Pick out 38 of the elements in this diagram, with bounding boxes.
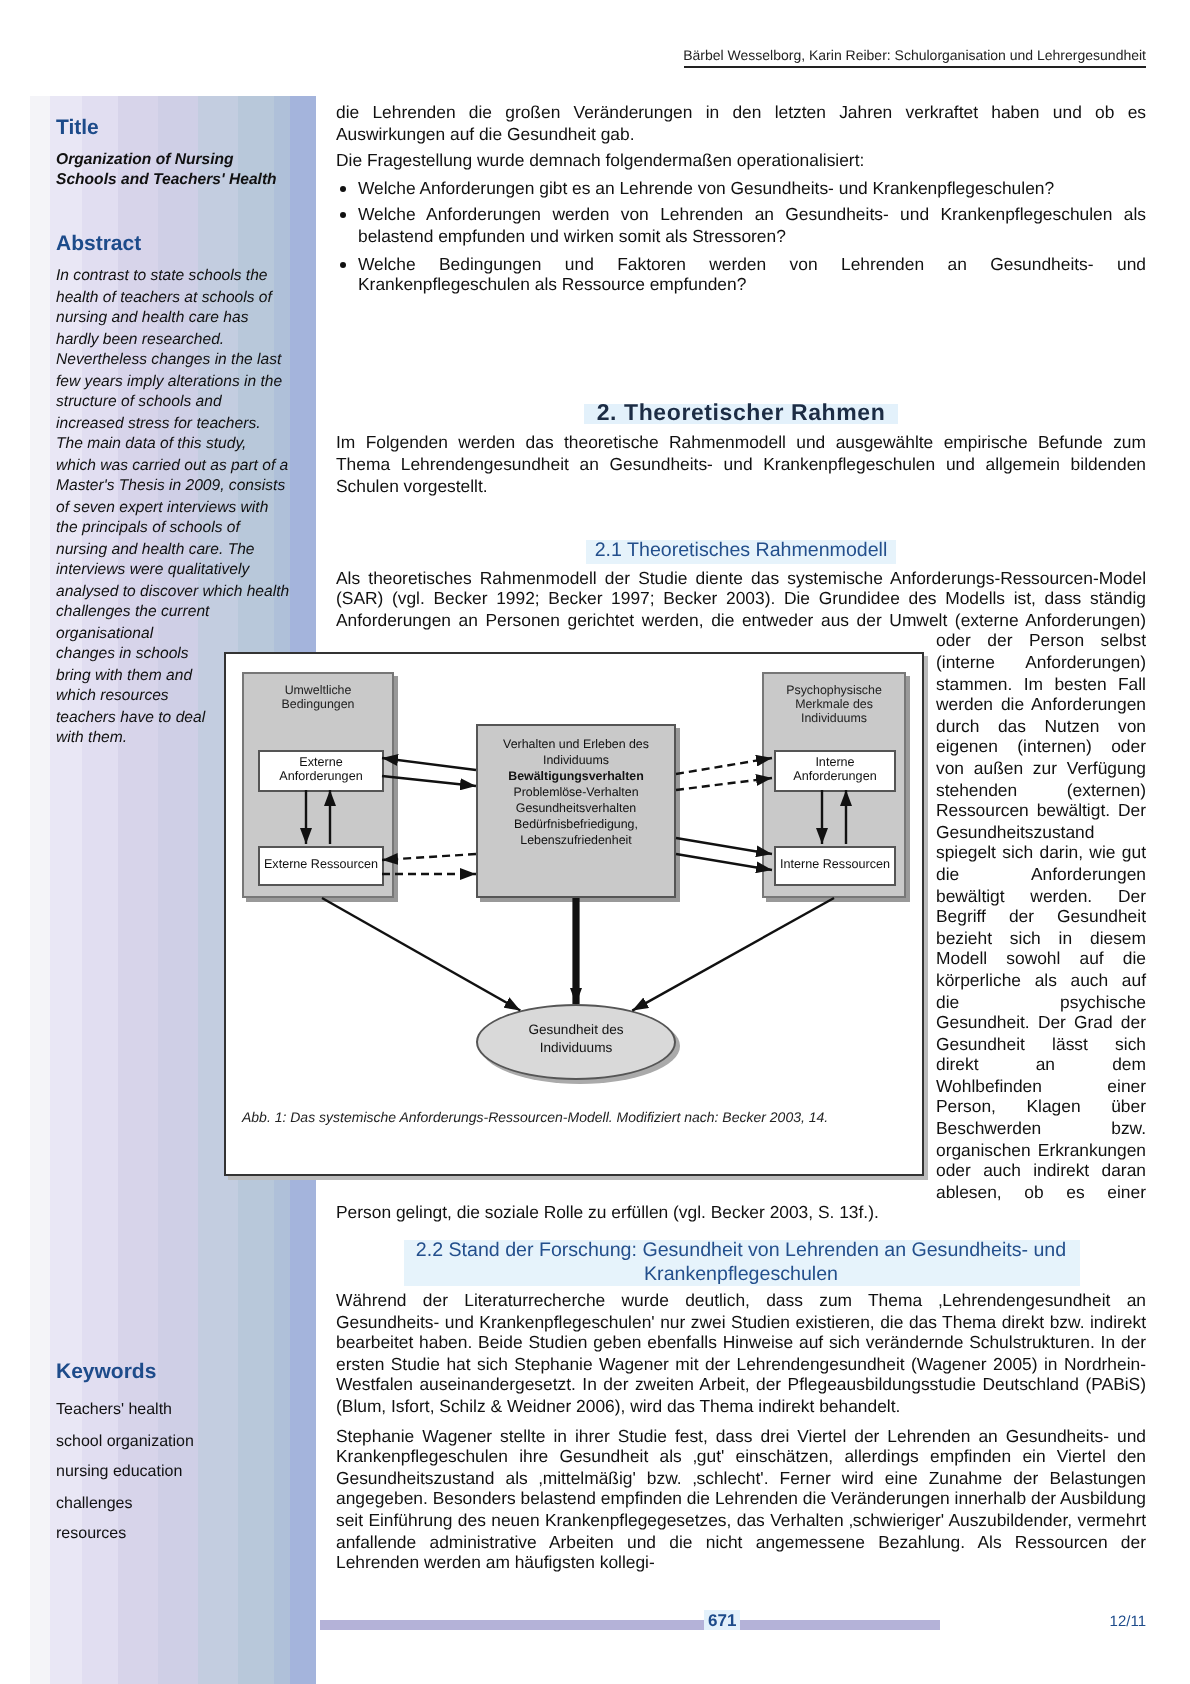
bullet-text: Welche Anforderungen gibt es an Lehrende von Gesundheits- und Krankenpflegeschulen? <box>358 177 1057 199</box>
body-paragraph: Im Folgenden werden das theoretische Rahmenmodell und ausgewählte empirische Befunde zum Thema Lehrendengesundheit an Gesundheits- und Krankenpflegeschulen und allgemein bildenden Schulen vorgestellt. <box>336 432 1146 497</box>
body-paragraph: die Lehrenden die großen Veränderungen in den letzten Jahren verkraftet haben und ob es Auswirkungen auf die Gesundheit gab. <box>336 102 1146 145</box>
arrow <box>570 897 582 1004</box>
group-box <box>762 671 906 898</box>
arrow <box>300 789 312 844</box>
arrow <box>816 789 828 844</box>
body-paragraph: Während der Literaturrecherche wurde deutlich, dass zum Thema ‚Lehrendengesundheit an Gesundheits- und Krankenpflegeschulen' nur zwei Studien existieren, die das Thema direkt bzw. indirekt bearbeitet haben. Beide Studien geben ebenfalls Hinweise auf sich verändernde Schulstrukturen. In der ersten Studie hat sich Stephanie Wagener mit der Lehrendengesundheit (Wagener 2005) in Nordrhein-Westfalen auseinandergesetzt. In der zweiten Arbeit, der Pflegeausbildungsstudie Deutschland (PABiS) (Blum, Isfort, Schilz & Weidner 2006), wird das Thema indirekt behandelt. <box>336 1290 1146 1418</box>
keyword: nursing education <box>56 1460 183 1484</box>
arrow <box>381 774 477 790</box>
arrow <box>675 836 773 857</box>
arrow <box>631 896 835 1011</box>
section-heading: 2. Theoretischer Rahmen <box>584 403 898 425</box>
sidebar-heading: Abstract <box>56 232 142 256</box>
arrow <box>675 753 773 775</box>
subsection-heading: 2.1 Theoretisches Rahmenmodell <box>586 540 896 564</box>
body-paragraph: Stephanie Wagener stellte in ihrer Studie fest, dass drei Viertel der Lehrenden an Gesundheits- und Krankenpflegeschulen ihre Gesundheit als ‚gut' einschätzen, allerdings empfinden ein Viertel den Gesundheitszustand als ‚mittelmäßig' bzw. ‚schlecht'. Ferner wird eine Zunahme der Belastungen angegeben. Besonders belastend empfinden die Lehrenden die Veränderungen innerhalb der Ausbildung seit Einführung des neuen Krankenpflegegesetzes, das Verhalten ‚schwieriger' Auszubildender, vermehrt anfallende administrative Arbeiten und die nicht angemessene Bezahlung. Als Ressourcen der Lehrenden werden am häufigsten kollegi- <box>336 1425 1146 1574</box>
body-paragraph: Die Fragestellung wurde demnach folgendermaßen operationalisiert: <box>336 150 867 172</box>
process-box <box>476 723 676 898</box>
group-box <box>242 671 394 898</box>
sidebar-heading: Keywords <box>56 1360 157 1384</box>
arrow <box>840 789 852 844</box>
keyword: school organization <box>56 1429 194 1454</box>
bullet-text: Welche Bedingungen und Faktoren werden von Lehrenden an Gesundheits- und Krankenpflegeschulen als Ressource empfunden? <box>358 253 1146 296</box>
arrow <box>321 896 521 1011</box>
arrow <box>381 753 477 771</box>
sidebar-heading: Title <box>56 116 99 140</box>
arrow <box>675 773 773 791</box>
arrow <box>324 789 336 844</box>
bullet-text: Welche Anforderungen werden von Lehrenden an Gesundheits- und Krankenpflegeschulen als belastend empfunden und wirken somit als Stressoren? <box>358 204 1146 248</box>
arrow <box>382 867 476 880</box>
keyword: challenges <box>56 1491 133 1516</box>
subsection-heading: 2.2 Stand der Forschung: Gesundheit von Lehrenden an Gesundheits- und Krankenpflegeschulen <box>403 1240 1079 1287</box>
keyword: Teachers' health <box>56 1398 173 1422</box>
arrow <box>675 852 773 873</box>
page-number: 671 <box>704 1610 741 1630</box>
arrow <box>381 852 477 865</box>
keyword: resources <box>56 1522 127 1546</box>
